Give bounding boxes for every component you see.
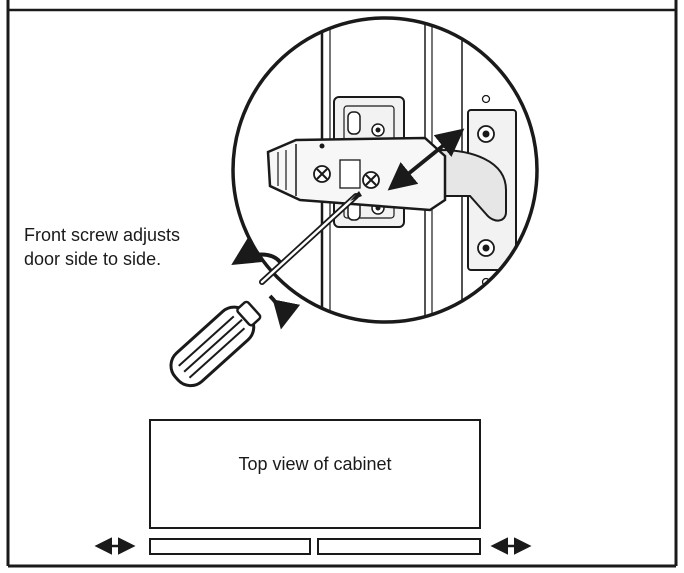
callout-line-1: Front screw adjusts bbox=[24, 225, 181, 245]
cabinet-top-view bbox=[94, 419, 532, 555]
right-door-panel bbox=[317, 538, 481, 555]
hinge-closeup bbox=[231, 16, 539, 324]
double-arrow-icon bbox=[387, 128, 465, 191]
rotate-arrow-icon bbox=[231, 238, 301, 330]
depth-screw bbox=[313, 165, 331, 183]
cabinet-label: Top view of cabinet bbox=[238, 454, 392, 474]
left-door-panel bbox=[149, 538, 311, 555]
screwdriver-icon bbox=[169, 191, 362, 388]
callout-line-2: door side to side. bbox=[24, 249, 162, 269]
outer-frame bbox=[6, 0, 678, 568]
callout-text: Front screw adjusts door side to side. bbox=[24, 223, 244, 271]
front-adjustment-screw bbox=[362, 171, 380, 189]
